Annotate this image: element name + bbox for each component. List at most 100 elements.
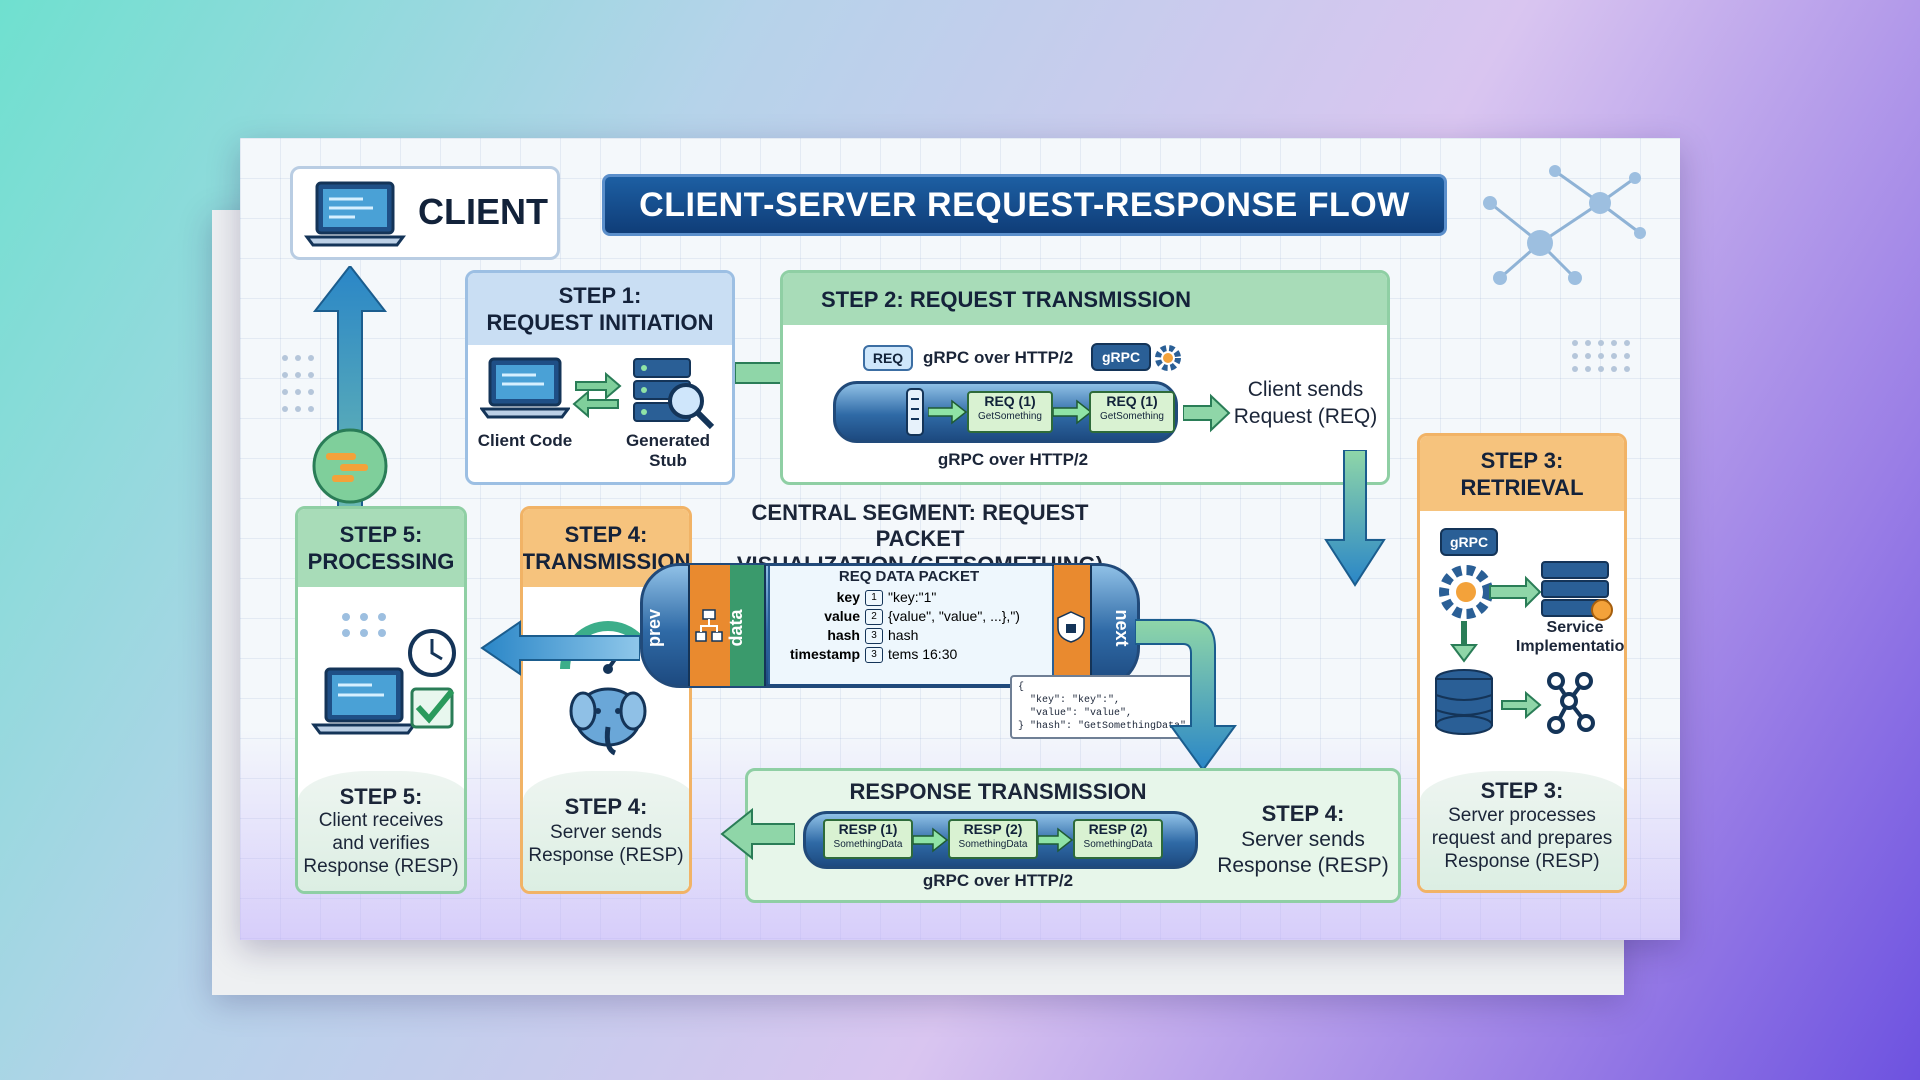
step3-header-line1: STEP 3: <box>1480 447 1564 473</box>
step2-box: STEP 2: REQUEST TRANSMISSION REQ gRPC ov… <box>780 270 1390 485</box>
req-chip-1-sub: GetSomething <box>978 411 1042 422</box>
client-code-label: Client Code <box>477 431 573 450</box>
req-chip-1-label: REQ (1) <box>984 393 1036 409</box>
step3-desc-line1: Server processes <box>1448 805 1596 826</box>
dots-decoration-icon <box>1572 340 1630 372</box>
step4-desc-line2: Response (RESP) <box>528 845 684 866</box>
resp-chip-3-sub: SomethingData <box>1083 839 1153 850</box>
swap-arrows-icon <box>572 371 622 418</box>
client-label-box: CLIENT <box>290 166 560 260</box>
field-key: key <box>836 589 860 605</box>
response-desc-line1: Server sends <box>1241 828 1365 851</box>
step5-header-line2: PROCESSING <box>307 549 455 574</box>
step5-header: STEP 5: PROCESSING <box>298 509 464 587</box>
response-description: Server sends Response (RESP) <box>1208 827 1398 879</box>
packet-segment-green <box>730 565 766 686</box>
step5-footer <box>298 771 464 891</box>
req-chip-2: REQ (1) GetSomething <box>1089 391 1175 433</box>
step4-desc-line1: Server sends <box>550 822 662 843</box>
service-line2: Implementation <box>1515 638 1627 655</box>
client-label: CLIENT <box>418 191 548 232</box>
shield-lock-icon <box>1057 611 1085 643</box>
field-value: tems 16:30 <box>888 646 958 662</box>
step3-title: STEP 3: <box>1480 778 1564 803</box>
packet-field-row: hash 3 hash <box>780 626 1050 645</box>
client-code-laptop-icon <box>480 357 570 419</box>
tree-node-icon <box>695 609 723 642</box>
packet-title: REQ DATA PACKET <box>838 568 980 585</box>
response-transmission-box: RESPONSE TRANSMISSION RESP (1) Something… <box>745 768 1401 903</box>
step5-desc-line2: and verifies <box>332 833 430 854</box>
generated-stub-label: Generated Stub <box>608 431 728 471</box>
response-header: RESPONSE TRANSMISSION <box>849 779 1147 804</box>
service-line1: Service <box>1546 619 1604 636</box>
resp-chip-2: RESP (2) SomethingData <box>948 819 1038 859</box>
resp-chip-1: RESP (1) SomethingData <box>823 819 913 859</box>
field-key: value <box>824 608 860 624</box>
req-chip-2-sub: GetSomething <box>1100 411 1164 422</box>
packet-field-row: timestamp 3 tems 16:30 <box>780 645 1050 664</box>
step5-description: Client receives and verifies Response (R… <box>298 809 464 878</box>
response-desc-line2: Response (RESP) <box>1217 854 1389 877</box>
step1-box: STEP 1: REQUEST INITIATION Client Code G… <box>465 270 735 485</box>
resp-chip-2-label: RESP (2) <box>963 821 1023 837</box>
step1-header-line2: REQUEST INITIATION <box>486 310 714 335</box>
pipe-endcap-icon <box>906 388 924 436</box>
step5-title: STEP 5: <box>339 784 423 809</box>
step5-laptop-clock-check-icon <box>311 613 456 735</box>
generated-stub-line1: Generated <box>625 431 711 450</box>
resp-chip-3: RESP (2) SomethingData <box>1073 819 1163 859</box>
step5-desc-line3: Response (RESP) <box>303 856 459 877</box>
json-line: } "hash": "GetSomethingData" <box>1018 721 1187 732</box>
step2-desc-line1: Client sends <box>1247 378 1364 401</box>
step3-grpc-tag: gRPC <box>1440 528 1498 556</box>
step5-header-line1: STEP 5: <box>339 522 423 547</box>
step3-desc-line3: Response (RESP) <box>1444 851 1600 872</box>
step4-box: STEP 4: TRANSMISSION STEP 4: Server send… <box>520 506 692 894</box>
resp-chip-3-label: RESP (2) <box>1088 821 1148 837</box>
stub-server-search-icon <box>633 358 715 430</box>
grpc-tag: gRPC <box>1091 343 1151 371</box>
resp-arrow-1-icon <box>913 827 949 853</box>
field-value: {value", "value", ...},") <box>888 608 1020 624</box>
field-num: 2 <box>865 609 883 625</box>
step4-description: Server sends Response (RESP) <box>523 821 689 867</box>
step4-header-line1: STEP 4: <box>564 522 648 547</box>
field-num: 3 <box>865 647 883 663</box>
step2-desc-line2: Request (REQ) <box>1233 405 1378 428</box>
packet-data-panel <box>768 566 1054 684</box>
laptop-icon <box>304 181 406 247</box>
req-chip-2-label: REQ (1) <box>1106 393 1158 409</box>
step2-header: STEP 2: REQUEST TRANSMISSION <box>783 273 1387 325</box>
resp-chip-2-sub: SomethingData <box>958 839 1028 850</box>
packet-prev-label: prev <box>644 608 664 648</box>
field-key: timestamp <box>789 646 860 662</box>
pipe-exit-arrow-icon <box>1183 393 1231 433</box>
gear-icon <box>1155 345 1181 371</box>
packet-fields: key 1 "key:"1" value 2 {value", "value",… <box>780 588 1050 664</box>
diagram-card: CLIENT CLIENT-SERVER REQUEST-RESPONSE FL… <box>240 138 1680 940</box>
packet-field-row: key 1 "key:"1" <box>780 588 1050 607</box>
field-value: "key:"1" <box>888 589 937 605</box>
req-chip-1: REQ (1) GetSomething <box>967 391 1053 433</box>
service-implementation-label: Service Implementation <box>1515 618 1627 656</box>
pipe-arrow-1-icon <box>928 399 968 425</box>
step3-header: STEP 3: RETRIEVAL <box>1420 436 1624 511</box>
field-num: 1 <box>865 590 883 606</box>
step3-header-line2: RETRIEVAL <box>1460 474 1584 500</box>
packet-data-label: data <box>726 609 746 647</box>
page-title: CLIENT-SERVER REQUEST-RESPONSE FLOW <box>602 174 1447 236</box>
json-line: "value": "value", <box>1018 708 1133 719</box>
central-title-line1: CENTRAL SEGMENT: REQUEST PACKET <box>751 500 1089 551</box>
step3-description: Server processes request and prepares Re… <box>1420 804 1624 873</box>
req-tag: REQ <box>863 345 913 371</box>
step4-title: STEP 4: <box>564 794 648 819</box>
generated-stub-line2: Stub <box>649 451 687 470</box>
protocol-bottom-label: gRPC over HTTP/2 <box>937 450 1089 469</box>
step2-description: Client sends Request (REQ) <box>1223 376 1387 430</box>
resp-arrow-2-icon <box>1038 827 1074 853</box>
down-arrow-icon <box>1324 450 1386 587</box>
field-key: hash <box>827 627 860 643</box>
step5-box: STEP 5: PROCESSING STEP 5: Client receiv… <box>295 506 467 894</box>
packet-next-label: next <box>1112 609 1132 647</box>
